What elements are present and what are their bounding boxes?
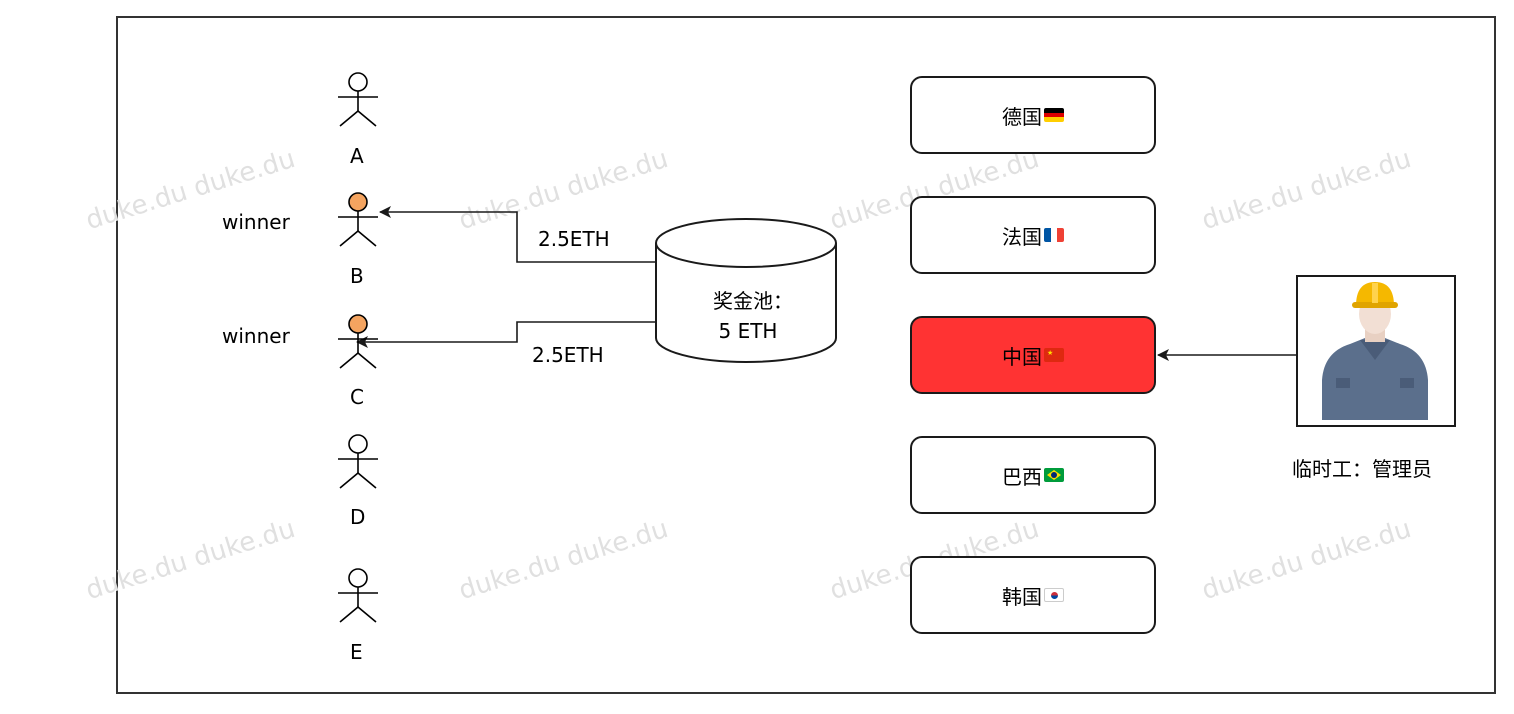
person-a-icon (338, 72, 378, 127)
prize-pool-amount: 5 ETH (718, 319, 778, 343)
france-flag-icon (1044, 228, 1064, 242)
person-b-icon (338, 192, 378, 247)
country-name: 德国 (1002, 104, 1042, 129)
country-name: 韩国 (1002, 584, 1042, 609)
person-e-icon (338, 568, 378, 623)
germany-flag-icon (1044, 108, 1064, 122)
payout-label-c: 2.5ETH (532, 343, 604, 367)
person-label-c: C (350, 385, 364, 409)
country-name: 法国 (1002, 224, 1042, 249)
china-flag-icon: ★ (1044, 348, 1064, 362)
country-name: 巴西 (1002, 464, 1042, 489)
winner-label-b: winner (222, 210, 290, 234)
country-box-germany[interactable]: 德国 (910, 76, 1156, 154)
admin-label: 临时工：管理员 (1292, 457, 1432, 481)
prize-pool-label: 奖金池： 5 ETH (660, 286, 836, 346)
country-name: 中国 (1002, 344, 1042, 369)
person-label-b: B (350, 264, 364, 288)
country-box-france[interactable]: 法国 (910, 196, 1156, 274)
korea-flag-icon (1044, 588, 1064, 602)
worker-hardhat-icon (1296, 275, 1456, 427)
prize-pool-cylinder (655, 218, 837, 363)
prize-pool-title: 奖金池： (713, 289, 793, 313)
payout-arrow-b (379, 206, 656, 263)
person-d-icon (338, 434, 378, 489)
person-label-a: A (350, 144, 364, 168)
country-box-china[interactable]: 中国 ★ (910, 316, 1156, 394)
brazil-flag-icon (1044, 468, 1064, 482)
country-box-brazil[interactable]: 巴西 (910, 436, 1156, 514)
person-label-e: E (350, 640, 363, 664)
payout-arrow-c (356, 321, 656, 348)
payout-label-b: 2.5ETH (538, 227, 610, 251)
country-box-korea[interactable]: 韩国 (910, 556, 1156, 634)
diagram-frame (116, 16, 1496, 694)
winner-label-c: winner (222, 324, 290, 348)
person-label-d: D (350, 505, 366, 529)
person-c-icon (338, 314, 378, 369)
